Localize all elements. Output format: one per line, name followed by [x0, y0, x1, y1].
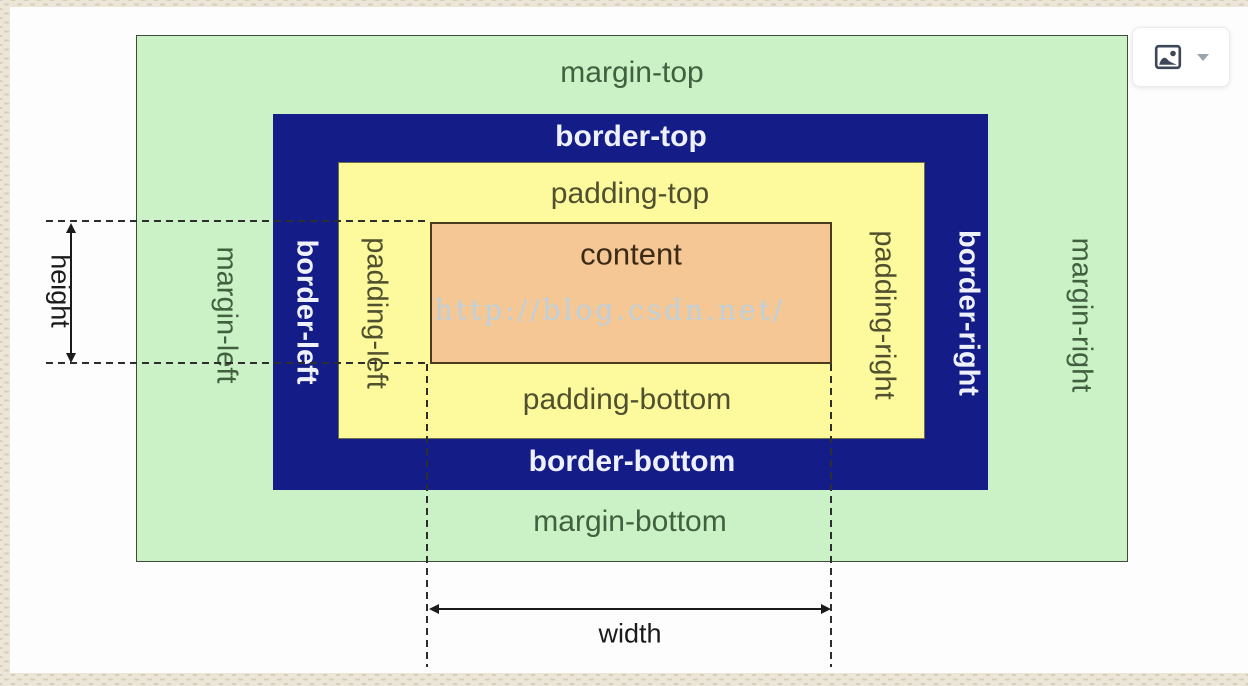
watermark-text: http://blog.csdn.net/ [434, 293, 786, 327]
image-icon [1154, 43, 1182, 71]
width-guide-left-dash [426, 364, 428, 667]
image-tool-button[interactable] [1132, 27, 1230, 87]
content-label: content [580, 236, 682, 272]
height-guide-top-dash [46, 220, 430, 222]
border-bottom-label: border-bottom [528, 445, 736, 478]
diagram-panel: margin-top border-top padding-top conten… [10, 7, 1248, 673]
width-arrow [429, 604, 831, 614]
margin-bottom-label: margin-bottom [533, 505, 727, 538]
caret-down-icon [1196, 53, 1209, 61]
width-label: width [598, 618, 662, 649]
border-right-label: border-right [952, 230, 985, 396]
content-area [430, 222, 832, 364]
margin-right-label: margin-right [1065, 237, 1098, 393]
height-guide-bottom-dash [46, 362, 430, 364]
padding-left-label: padding-left [360, 237, 393, 389]
margin-top-label: margin-top [560, 56, 704, 89]
padding-bottom-label: padding-bottom [522, 383, 732, 416]
padding-right-label: padding-right [868, 230, 901, 400]
height-arrow [66, 223, 76, 363]
width-guide-right-dash [830, 364, 832, 667]
padding-top-label: padding-top [550, 177, 710, 210]
border-top-label: border-top [555, 120, 707, 153]
